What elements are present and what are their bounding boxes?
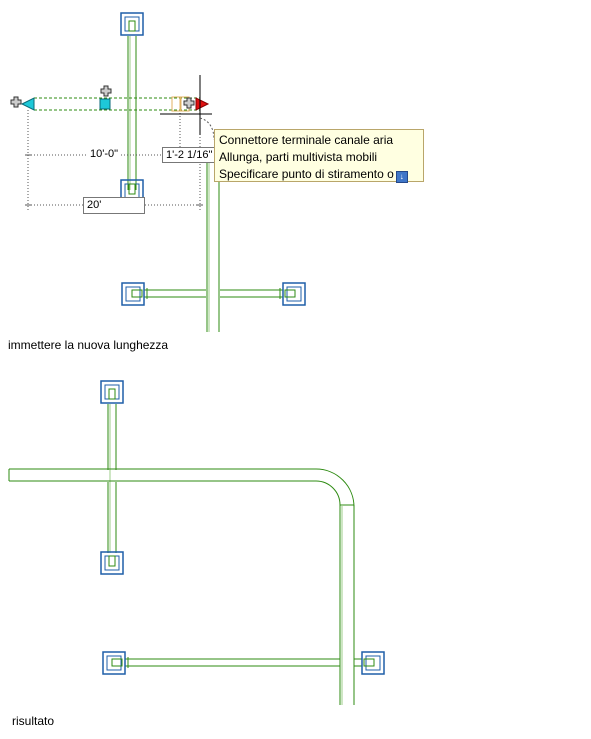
plus-grip-left-icon[interactable] [10, 96, 22, 108]
dimension-label: 10'-0" [88, 148, 121, 160]
grip-square-icon[interactable] [99, 98, 111, 110]
dimension-ticks [25, 154, 203, 206]
more-options-icon[interactable]: ↓ [395, 171, 408, 183]
tooltip-line-1: Connettore terminale canale aria [219, 133, 394, 147]
result-terminal-top [100, 380, 124, 404]
result-vertical-duct [107, 404, 117, 553]
air-terminal-top[interactable] [120, 12, 144, 36]
plus-grip-right-icon[interactable] [183, 97, 195, 109]
tooltip-line-2: Allunga, parti multivista mobili [219, 150, 378, 164]
caption-top: immettere la nuova lunghezza [8, 338, 169, 352]
tracking-arc [199, 117, 215, 141]
vertical-duct-top [127, 36, 137, 190]
tooltip-line-3: Specificare punto di stiramento o↓ [219, 166, 419, 183]
result-terminal-left [102, 651, 126, 675]
grip-stretch-left-icon[interactable] [20, 97, 35, 111]
plus-grip-top-icon[interactable] [100, 85, 112, 97]
horizontal-duct-selected[interactable] [34, 97, 200, 111]
result-terminal-middle [100, 551, 124, 575]
length-input-field[interactable]: 20' [83, 197, 145, 214]
result-branch-bottom [125, 657, 362, 668]
result-horizontal-duct [8, 468, 355, 705]
air-terminal-left-branch[interactable] [121, 282, 145, 306]
caption-bottom: risultato [12, 714, 55, 728]
drawing-stretch [10, 12, 306, 332]
tooltip: Connettore terminale canale aria Allunga… [214, 129, 424, 183]
horizontal-branch-bottom [144, 288, 283, 299]
crosshair-cursor-icon [160, 75, 212, 135]
air-terminal-right-branch[interactable] [282, 282, 306, 306]
tooltip-line-3-text: Specificare punto di stiramento o [219, 167, 394, 181]
grip-stretch-right-icon[interactable] [195, 97, 210, 111]
result-terminal-right [361, 651, 385, 675]
tracking-dimension: 1'-2 1/16" [162, 147, 217, 163]
